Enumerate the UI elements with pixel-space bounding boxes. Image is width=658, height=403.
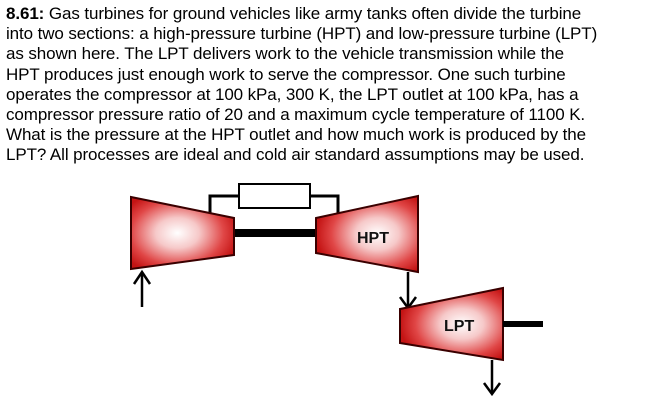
problem-line-1: 8.61: Gas turbines for ground vehicles l… [6,4,582,23]
problem-line-3: as shown here. The LPT delivers work to … [6,44,564,64]
problem-statement: 8.61: Gas turbines for ground vehicles l… [6,4,656,166]
lpt-turbine: LPT [399,286,504,362]
combustor [208,183,340,218]
problem-line-8: LPT? All processes are ideal and cold ai… [6,145,585,165]
hpt-turbine: HPT [315,194,419,274]
problem-line-4: HPT produces just enough work to serve t… [6,64,566,84]
hpt-label: HPT [357,230,389,247]
compressor [130,195,235,271]
problem-line-7: What is the pressure at the HPT outlet a… [6,125,586,145]
problem-line-6: compressor pressure ratio of 20 and a ma… [6,105,586,125]
output-shaft [503,321,543,327]
inlet-arrow-icon [132,269,152,307]
exhaust-arrow-icon [482,360,502,397]
problem-line-5: operates the compressor at 100 kPa, 300 … [6,84,579,104]
hpt-to-lpt-arrow-icon [398,272,418,311]
problem-number: 8.61: [6,4,45,23]
lpt-label: LPT [444,318,474,335]
shaft [232,229,318,237]
problem-line-2: into two sections: a high-pressure turbi… [6,24,598,44]
